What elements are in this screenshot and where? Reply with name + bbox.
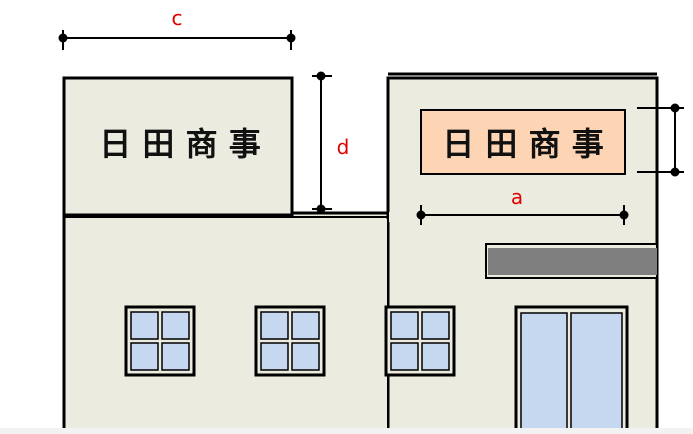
dimension-label-d: d xyxy=(337,135,350,159)
awning-band xyxy=(488,248,657,275)
left-tower xyxy=(62,76,294,217)
bottom-edge-strip xyxy=(0,428,693,434)
dimension-b-unlabeled xyxy=(637,103,684,177)
dimension-d: d xyxy=(312,71,350,214)
rooftop-sign-text: 日 田 商 事 xyxy=(99,125,260,163)
door-panel-right xyxy=(570,312,623,434)
awning xyxy=(485,243,658,279)
dimension-a: a xyxy=(416,185,629,225)
window xyxy=(384,305,456,377)
dimension-c: c xyxy=(58,6,296,50)
window xyxy=(254,305,326,377)
dimension-label-a: a xyxy=(511,185,523,209)
entrance-door xyxy=(514,305,629,434)
dimension-label-c: c xyxy=(172,6,183,30)
wall-sign-board xyxy=(420,109,626,175)
right-fill xyxy=(389,212,655,222)
door-panel-left xyxy=(520,312,568,434)
wall-sign-text: 日 田 商 事 xyxy=(442,125,603,163)
lower-wall-fill xyxy=(66,219,387,433)
wall-sign: 日 田 商 事 xyxy=(420,109,626,175)
window xyxy=(124,305,196,377)
